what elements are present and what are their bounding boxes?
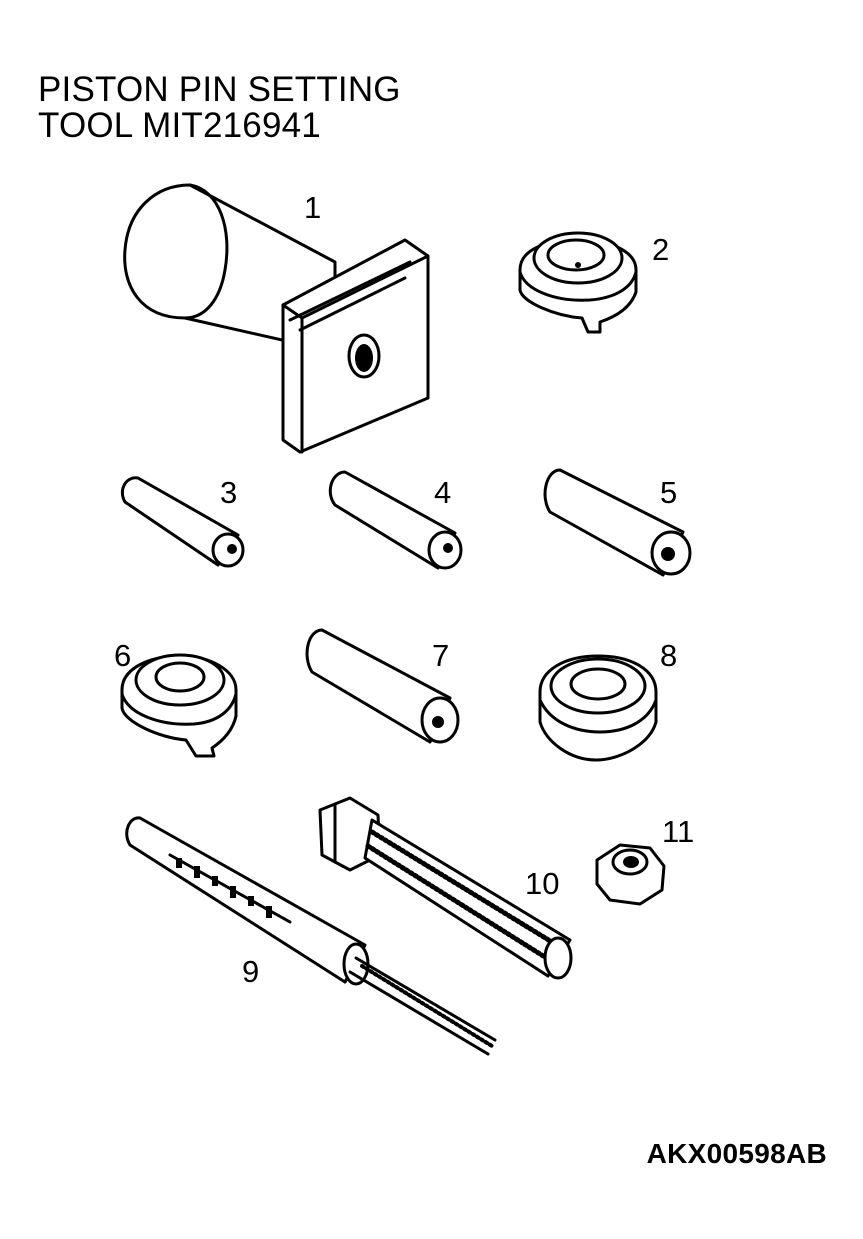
label-part-11: 11 xyxy=(662,814,694,849)
part-8-collar xyxy=(538,654,658,762)
diagram-title: PISTON PIN SETTING TOOL MIT216941 xyxy=(38,72,401,144)
part-3-pin xyxy=(120,476,245,568)
label-part-6: 6 xyxy=(114,638,131,673)
part-11-nut xyxy=(595,843,666,906)
part-4-pin xyxy=(328,470,463,570)
title-line-1: PISTON PIN SETTING xyxy=(38,70,401,109)
label-part-5: 5 xyxy=(660,475,677,510)
part-9-graduated-shaft xyxy=(125,816,497,1056)
part-2-collar xyxy=(518,231,638,334)
part-10-bolt xyxy=(318,796,573,980)
label-part-3: 3 xyxy=(220,475,237,510)
part-7-pin xyxy=(305,628,460,744)
label-part-9: 9 xyxy=(242,954,259,989)
label-part-4: 4 xyxy=(434,475,451,510)
part-5-pin xyxy=(543,468,692,577)
label-part-1: 1 xyxy=(304,190,321,225)
part-1-base-plate xyxy=(123,183,430,454)
title-line-2: TOOL MIT216941 xyxy=(38,106,321,145)
image-reference-code: AKX00598AB xyxy=(646,1138,827,1169)
part-6-collar xyxy=(120,653,238,758)
label-part-10: 10 xyxy=(525,866,559,901)
label-part-7: 7 xyxy=(432,638,449,673)
label-part-8: 8 xyxy=(660,638,677,673)
label-part-2: 2 xyxy=(652,232,669,267)
